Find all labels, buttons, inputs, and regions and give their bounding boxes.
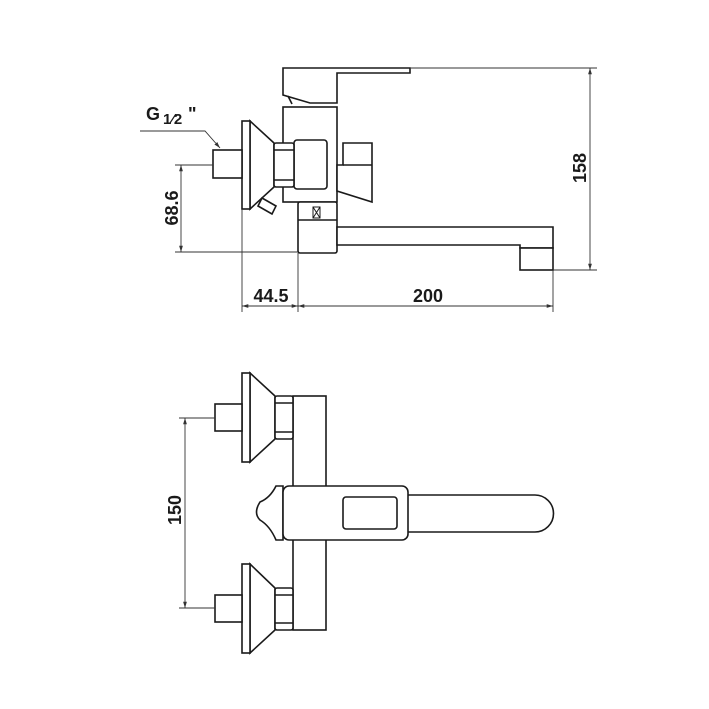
handle-tip (255, 485, 284, 541)
dim-200: 200 (413, 286, 443, 306)
dim-68-6: 68.6 (162, 190, 182, 225)
spout (336, 226, 554, 249)
x-marker-icon (312, 206, 321, 219)
thread-label-fraction: 1⁄2 (163, 111, 182, 128)
lower-hex-nut (274, 587, 294, 631)
lower-flange (241, 563, 251, 654)
body-window (293, 139, 328, 190)
lever-handle (282, 67, 411, 104)
handle-cap (287, 95, 293, 105)
dim-158: 158 (570, 153, 590, 183)
angled-stub (256, 196, 278, 216)
spout-nozzle (519, 247, 554, 271)
lower-inlet-pipe (214, 594, 243, 623)
wall-flange (241, 120, 251, 210)
lever-arm (399, 494, 555, 533)
hex-nut (273, 142, 295, 188)
handle-window (342, 496, 398, 530)
thread-label-g: G (146, 104, 160, 124)
flange-cone (249, 119, 275, 211)
thread-leader (140, 130, 221, 149)
thread-label-suffix: " (188, 104, 197, 124)
top-dimensions: 150 (165, 417, 215, 609)
upper-inlet-pipe (214, 403, 243, 432)
upper-flange (241, 372, 251, 463)
dim-150: 150 (165, 495, 185, 525)
inlet-pipe (212, 149, 243, 179)
top-view (214, 371, 555, 655)
upper-hex-nut (274, 395, 294, 440)
diverter-knob (336, 142, 373, 204)
spout-base (297, 201, 338, 254)
side-dimensions: G 1⁄2 " 68.6 44.5 200 158 (140, 67, 597, 312)
side-view (212, 67, 554, 271)
dim-44-5: 44.5 (253, 286, 288, 306)
